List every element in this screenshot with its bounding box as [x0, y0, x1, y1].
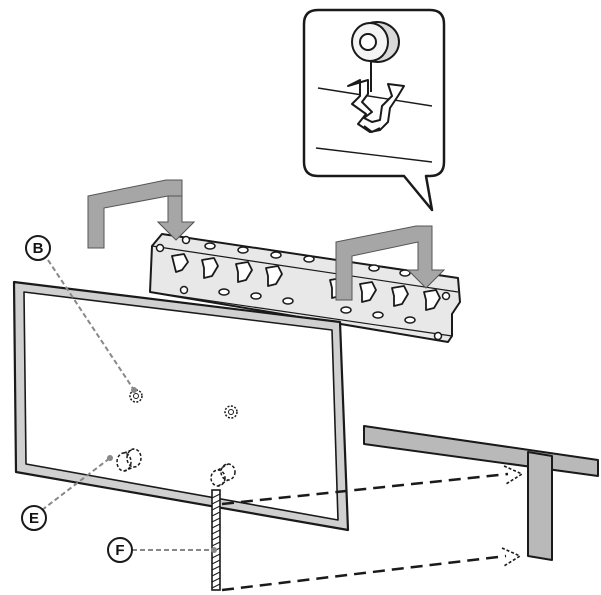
hang-arrow-right [335, 225, 446, 301]
callout-b: B [25, 235, 51, 261]
svg-text:B: B [33, 240, 44, 257]
mount-hole-icon [129, 389, 143, 403]
stand-table [363, 425, 599, 561]
callout-leaders [41, 259, 214, 551]
projection-arrowheads [501, 465, 524, 567]
spacer-f-icon [210, 463, 236, 487]
screw-f [211, 489, 221, 591]
leader-dots [107, 387, 217, 553]
tv-back-panel [12, 280, 350, 532]
spacer-e-icon [116, 448, 142, 472]
svg-text:F: F [115, 542, 124, 559]
screw-head-icon [351, 21, 400, 92]
callout-e: E [21, 505, 47, 531]
zoom-callout [302, 8, 446, 212]
projection-lines [221, 472, 509, 592]
wall-bracket [149, 233, 461, 343]
mount-hole-icon [224, 405, 238, 419]
hook-icon [347, 79, 405, 134]
svg-text:E: E [29, 510, 39, 527]
hang-arrow-left-head [156, 195, 196, 241]
callout-f: F [107, 537, 133, 563]
